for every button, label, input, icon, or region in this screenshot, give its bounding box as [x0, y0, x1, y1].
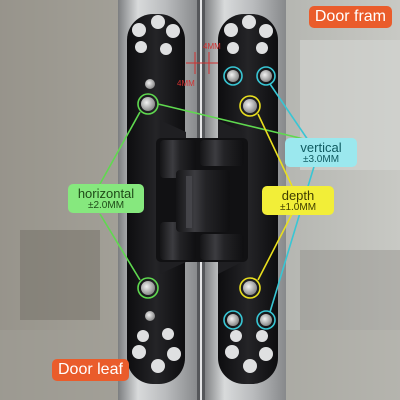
horizontal-callout: horizontal ±2.0MM: [68, 184, 144, 213]
gap-dimension-bottom: 4MM: [177, 79, 195, 88]
horizontal-value: ±2.0MM: [87, 200, 125, 211]
horizontal-adjustment-indicator: [99, 93, 309, 299]
depth-adjustment-indicator: [239, 95, 293, 299]
gap-dimension-marks: [186, 52, 218, 74]
hinge-knuckle: [156, 138, 248, 262]
vertical-title: vertical: [300, 140, 342, 155]
vertical-adjustment-indicator: [223, 66, 317, 330]
depth-title: depth: [281, 188, 315, 203]
depth-callout: depth ±1.0MM: [262, 186, 334, 215]
gap-dimension-top: 4MM: [203, 42, 221, 51]
depth-value: ±1.0MM: [279, 202, 317, 213]
door-leaf-tag: Door leaf: [52, 359, 129, 381]
vertical-value: ±3.0MM: [302, 154, 340, 165]
door-frame-tag: Door fram: [308, 6, 392, 28]
horizontal-title: horizontal: [77, 186, 135, 201]
vertical-callout: vertical ±3.0MM: [285, 138, 357, 167]
